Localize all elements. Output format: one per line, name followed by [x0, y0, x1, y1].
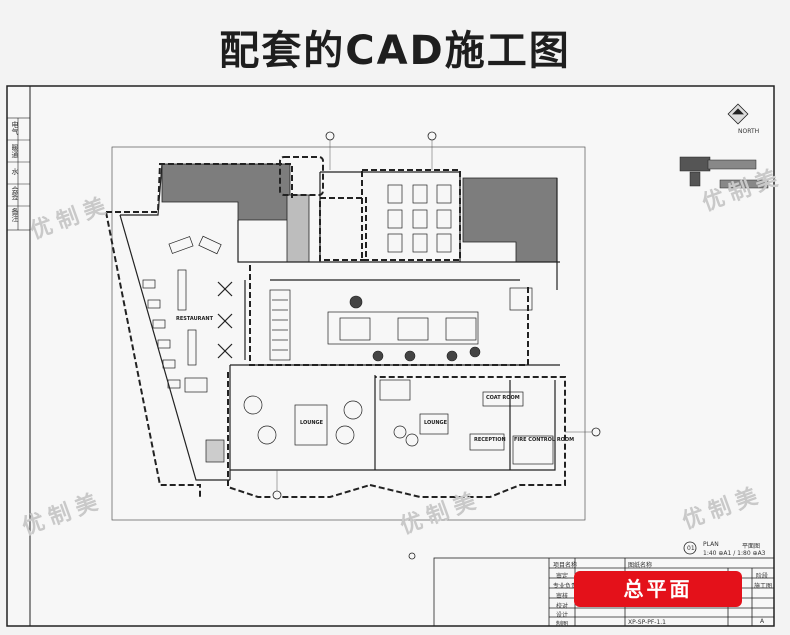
site-plan-badge: 总平面 — [574, 571, 742, 607]
key-plan — [679, 156, 769, 189]
side-label: 电气 — [11, 121, 19, 135]
lounge-round-tables — [243, 391, 554, 465]
drawing-frame — [6, 85, 775, 627]
x-tables — [217, 281, 233, 359]
plan-number: 01 — [687, 545, 695, 552]
filled-zones — [161, 163, 558, 263]
tb-project: 项目名称 — [553, 562, 578, 569]
tb-verify: 校对 — [556, 603, 569, 610]
tb-review: 审定 — [556, 573, 569, 580]
room-label-control-room: FIRE CONTROL ROOM — [514, 437, 575, 443]
plan-marker — [683, 541, 697, 555]
side-label: 备注 — [11, 208, 19, 222]
tb-stage-value: 施工图 — [754, 583, 773, 590]
north-arrow-icon — [727, 103, 749, 125]
tb-size: A — [760, 618, 765, 625]
meeting-furniture — [387, 184, 452, 253]
tb-specialty: 专业负责 — [553, 583, 578, 590]
room-label-restaurant: RESTAURANT — [176, 316, 213, 322]
zone-outlines — [105, 156, 566, 498]
room-label-reception: RECEPTION — [474, 437, 506, 443]
room-label-coat-room: COAT ROOM — [486, 395, 520, 401]
tb-design: 设计 — [556, 612, 569, 619]
side-label: 暖通 — [11, 144, 19, 158]
plants — [349, 295, 481, 362]
tb-stage: 阶段 — [756, 573, 769, 580]
room-label-lounge: LOUNGE — [424, 420, 448, 426]
tb-check: 审核 — [556, 593, 569, 600]
side-label: 水 — [11, 168, 19, 175]
page-title: 配套的CAD施工图 — [219, 28, 571, 74]
room-label-lounge: LOUNGE — [300, 420, 324, 426]
restaurant-furniture — [142, 235, 225, 463]
tb-drawing-no: XP-SP-PF-1.1 — [628, 619, 666, 626]
plan-scale: 1:40 ⊕A1 / 1:80 ⊕A3 — [703, 550, 766, 557]
plan-label-en: PLAN — [703, 541, 719, 548]
tb-drawing-name: 图纸名称 — [628, 562, 653, 569]
plan-label-cn: 平面图 — [742, 543, 761, 550]
central-area — [269, 287, 533, 401]
side-column — [6, 117, 31, 231]
grid-bubbles — [272, 131, 601, 560]
north-label: NORTH — [738, 128, 760, 135]
plan-border — [111, 146, 586, 521]
side-label: 会签 — [11, 186, 19, 200]
tb-draw: 制图 — [556, 621, 569, 628]
